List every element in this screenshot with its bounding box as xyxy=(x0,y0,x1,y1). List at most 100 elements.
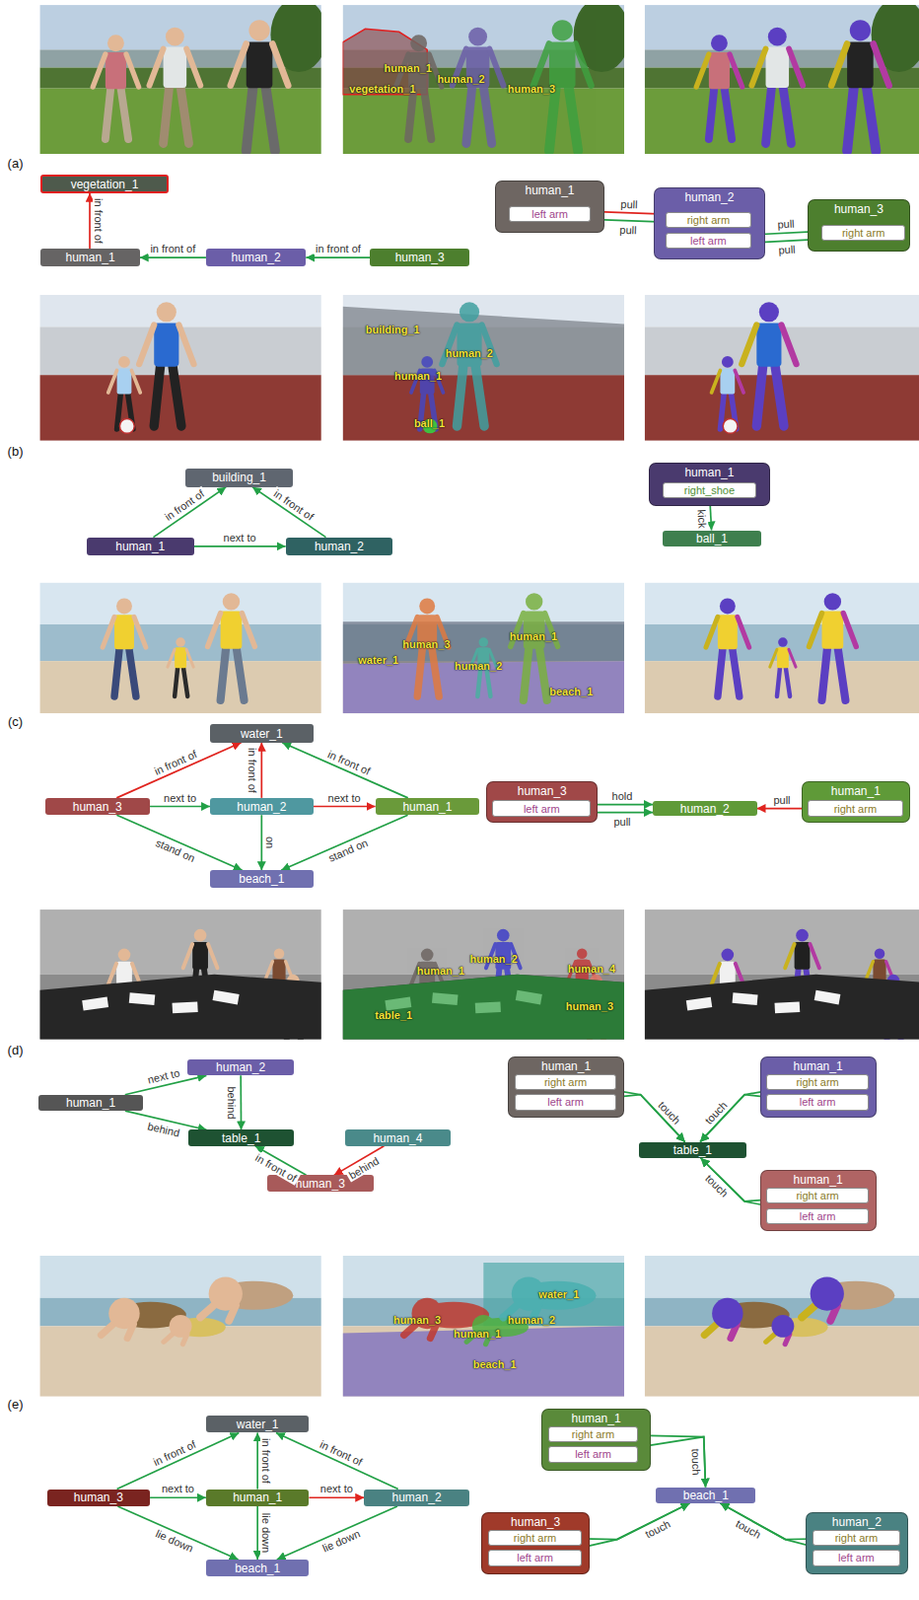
entity-node: water_1 xyxy=(206,1414,309,1432)
head xyxy=(175,636,186,647)
photo-band xyxy=(343,88,625,154)
part-node: left arm xyxy=(488,1549,582,1565)
head xyxy=(525,592,543,610)
node-label: water_1 xyxy=(236,1416,280,1431)
right-arm xyxy=(784,943,794,968)
node-label: water_1 xyxy=(240,726,283,741)
relation-label: in front of xyxy=(315,1436,365,1469)
segment-tag: building_1 xyxy=(365,322,421,336)
head xyxy=(777,636,788,647)
photo xyxy=(644,4,919,154)
entity-node: vegetation_1 xyxy=(40,174,168,193)
relation-label: next to xyxy=(326,791,363,804)
right-arm xyxy=(865,961,874,982)
right-arm xyxy=(230,44,247,86)
part-node: left arm xyxy=(665,232,752,249)
node-label: left arm xyxy=(799,1094,837,1109)
leg xyxy=(821,648,827,701)
leg xyxy=(785,667,790,697)
person-figure xyxy=(148,27,201,144)
head xyxy=(209,1275,243,1310)
leg xyxy=(539,648,548,701)
entity-group: human_1right armleft arm xyxy=(507,1056,625,1118)
torso xyxy=(114,614,135,649)
photo xyxy=(644,909,919,1040)
entity-group: human_1right armleft arm xyxy=(760,1056,877,1118)
leg xyxy=(424,88,431,140)
entity-node: ball_1 xyxy=(662,530,761,547)
photo-band xyxy=(343,1325,625,1396)
relation-arrow xyxy=(252,487,327,538)
left-arm xyxy=(788,49,803,86)
entity-node: human_1 xyxy=(375,797,481,815)
segment-tag: human_3 xyxy=(393,1313,441,1327)
entity-node: human_1 xyxy=(40,248,140,267)
leg xyxy=(568,87,578,151)
relation-label: touch xyxy=(701,1170,731,1201)
node-label: human_2 xyxy=(314,539,364,554)
node-label: ball_1 xyxy=(696,531,728,546)
relation-arrow xyxy=(117,1505,238,1559)
leg xyxy=(408,88,414,140)
relation-label: pull xyxy=(772,793,793,806)
left-arm xyxy=(809,943,819,968)
part-node: right arm xyxy=(821,224,906,241)
entity-node: human_2 xyxy=(652,800,758,816)
photo xyxy=(39,1255,321,1397)
right-arm xyxy=(265,961,274,982)
head xyxy=(576,948,588,960)
entity-node: beach_1 xyxy=(206,1558,309,1576)
right-arm xyxy=(704,1322,718,1336)
relation-label: next to xyxy=(159,1482,197,1494)
relation-arrow xyxy=(149,1495,207,1498)
entity-node: human_2 xyxy=(206,248,306,267)
head xyxy=(719,597,736,614)
person-figure xyxy=(801,1275,895,1321)
relation-arrow xyxy=(260,814,263,870)
node-label: human_1 xyxy=(402,799,452,814)
leg xyxy=(866,87,876,151)
photo xyxy=(39,909,321,1040)
node-label: right arm xyxy=(544,1074,587,1089)
node-label: human_1 xyxy=(115,539,165,554)
relation-arrow xyxy=(276,1431,399,1488)
node-label: vegetation_1 xyxy=(70,177,140,192)
relation-arrow xyxy=(701,1157,768,1202)
left-arm xyxy=(729,54,743,87)
photo-band xyxy=(343,974,625,1040)
torso xyxy=(708,52,730,89)
left-arm xyxy=(126,54,140,87)
node-label: table_1 xyxy=(221,1131,261,1145)
part-node: right arm xyxy=(766,1187,868,1203)
segment-tag: human_2 xyxy=(445,347,494,360)
torso xyxy=(777,646,789,668)
left-arm xyxy=(575,44,592,86)
relation-arrow xyxy=(88,193,91,249)
relation-arrow xyxy=(256,1505,259,1559)
part-node: left arm xyxy=(812,1549,901,1565)
torso xyxy=(719,367,735,394)
right-arm xyxy=(183,943,193,968)
person-figure xyxy=(163,1314,226,1344)
right-arm xyxy=(208,612,221,646)
leg xyxy=(466,87,473,144)
segment-tag: human_1 xyxy=(453,1326,501,1340)
head xyxy=(222,592,240,610)
head xyxy=(421,948,434,962)
photo xyxy=(343,294,625,441)
part-node: left arm xyxy=(548,1445,638,1462)
relation-label: next to xyxy=(221,531,259,544)
relation-arrow xyxy=(277,1505,398,1559)
photo-band xyxy=(39,582,321,625)
part-node: right arm xyxy=(807,799,904,816)
right-arm xyxy=(711,369,721,393)
left-arm xyxy=(134,616,146,647)
node-label: left arm xyxy=(838,1550,875,1564)
head xyxy=(107,34,125,52)
person-figure xyxy=(230,19,288,151)
left-arm xyxy=(178,324,194,364)
paper-sheet xyxy=(212,989,240,1005)
node-label: human_2 xyxy=(654,190,765,205)
entity-node: table_1 xyxy=(638,1141,748,1158)
